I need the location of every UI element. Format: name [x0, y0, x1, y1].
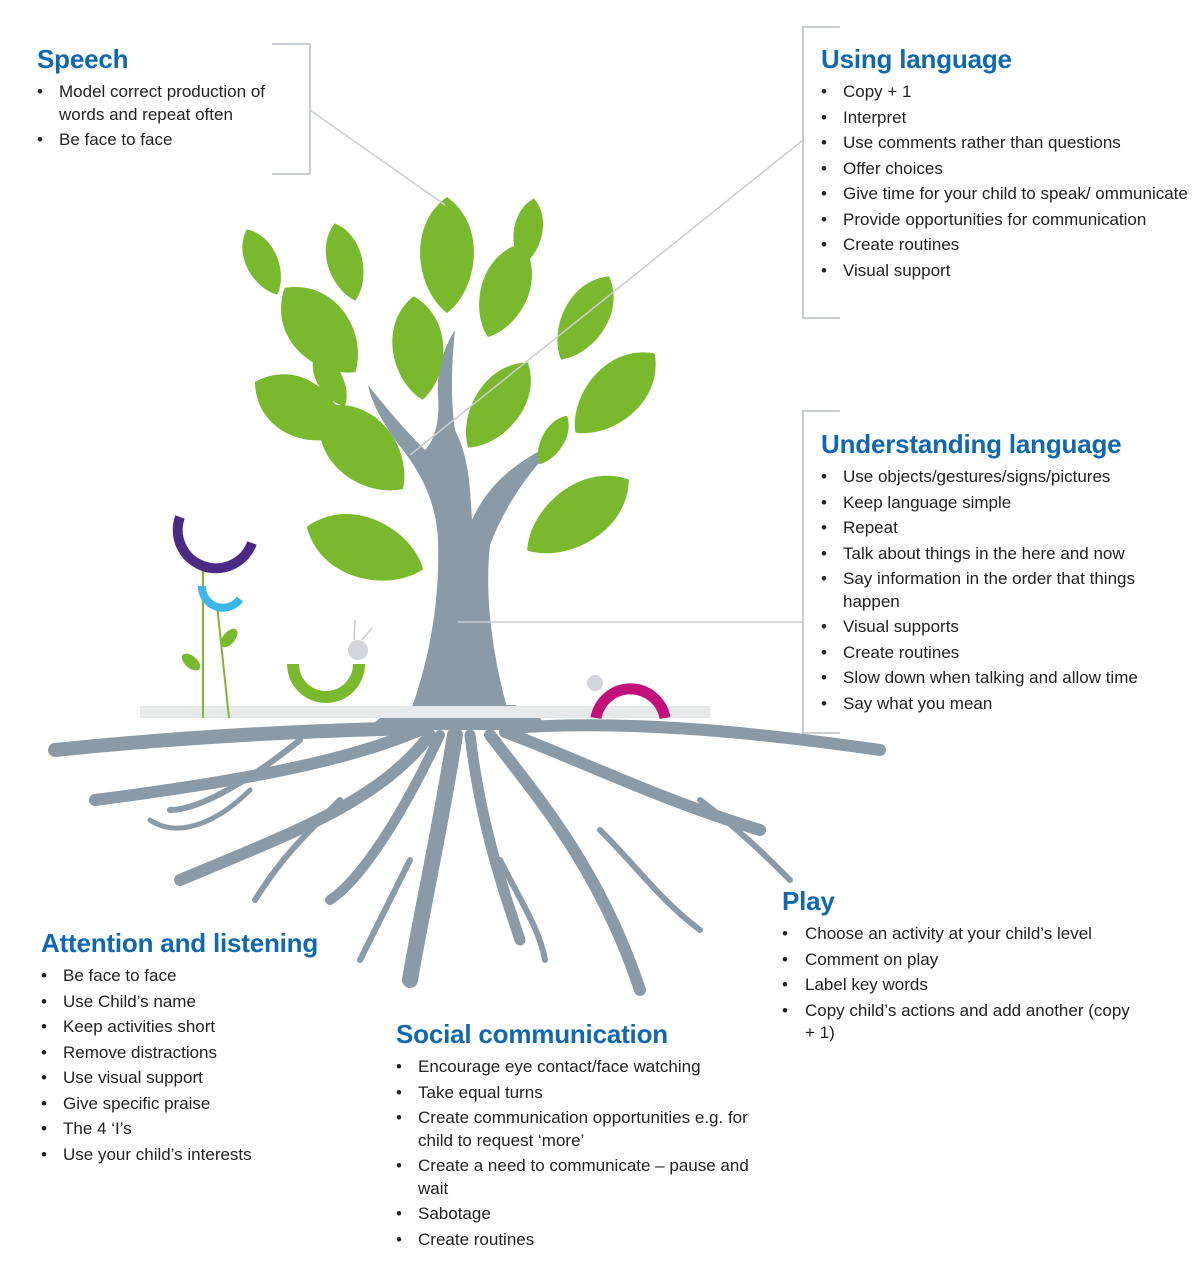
- root: [464, 729, 526, 946]
- purple-flower-icon: [172, 515, 257, 574]
- list-item: Create routines: [396, 1229, 756, 1252]
- root: [89, 724, 426, 806]
- list-item: Use visual support: [41, 1067, 381, 1090]
- list-item: Create communication opportunities e.g. …: [396, 1107, 756, 1152]
- root: [252, 797, 343, 903]
- leaf: [465, 362, 531, 448]
- root: [697, 797, 793, 883]
- list-item: Sabotage: [396, 1203, 756, 1226]
- root: [147, 787, 253, 831]
- list-item: Remove distractions: [41, 1042, 381, 1065]
- root: [325, 730, 445, 905]
- list-item: Take equal turns: [396, 1082, 756, 1105]
- bullet-list: Be face to faceUse Child’s nameKeep acti…: [41, 965, 381, 1166]
- list-item: Label key words: [782, 974, 1142, 997]
- tree-leaves: [242, 197, 656, 581]
- list-item: Copy + 1: [821, 81, 1191, 104]
- section-title: Using language: [821, 44, 1012, 74]
- list-item: Give time for your child to speak/ ommun…: [821, 183, 1191, 206]
- list-item: Be face to face: [37, 129, 307, 152]
- leaf: [537, 415, 569, 465]
- list-item: Use comments rather than questions: [821, 132, 1191, 155]
- list-item: Offer choices: [821, 158, 1191, 181]
- bullet-list: Choose an activity at your child’s level…: [782, 923, 1142, 1045]
- list-item: Use Child’s name: [41, 991, 381, 1014]
- section-title: Play: [782, 886, 835, 916]
- section-attention-listening: Attention and listening Be face to faceU…: [41, 928, 381, 1169]
- root: [357, 857, 413, 963]
- section-social-communication: Social communication Encourage eye conta…: [396, 1019, 756, 1254]
- section-title: Understanding language: [821, 429, 1122, 459]
- section-title: Social communication: [396, 1019, 668, 1049]
- magenta-creature-icon: [590, 683, 671, 720]
- using-bracket: [802, 26, 840, 319]
- list-item: Choose an activity at your child’s level: [782, 923, 1142, 946]
- bullet-list: Encourage eye contact/face watchingTake …: [396, 1056, 756, 1251]
- section-title: Attention and listening: [41, 928, 319, 958]
- leaf: [392, 296, 444, 400]
- leaf: [242, 229, 281, 295]
- bullet-list: Copy + 1 InterpretUse comments rather tha…: [821, 81, 1191, 282]
- section-title: Speech: [37, 44, 129, 74]
- list-item: Visual supports: [821, 616, 1191, 639]
- understanding-bracket: [802, 410, 840, 734]
- cyan-flower-icon: [198, 585, 244, 612]
- list-item: Encourage eye contact/face watching: [396, 1056, 756, 1079]
- leaf: [325, 223, 364, 301]
- leaf: [557, 276, 614, 360]
- leaf: [527, 475, 629, 554]
- root: [497, 857, 548, 963]
- list-item: Interpret: [821, 107, 1191, 130]
- leaf: [312, 354, 347, 406]
- speech-bracket: [272, 43, 311, 175]
- grass: [140, 706, 710, 718]
- list-item: Comment on play: [782, 949, 1142, 972]
- root: [167, 737, 303, 813]
- list-item: Be face to face: [41, 965, 381, 988]
- leaf: [281, 287, 358, 373]
- list-item: Keep activities short: [41, 1016, 381, 1039]
- root: [174, 729, 436, 886]
- list-item: Create a need to communicate – pause and…: [396, 1155, 756, 1200]
- list-item: Say what you mean: [821, 693, 1191, 716]
- root: [484, 729, 646, 996]
- section-using-language: Using language Copy + 1 InterpretUse comm…: [821, 44, 1191, 285]
- green-creature-icon: [287, 663, 365, 703]
- section-understanding-language: Understanding language Use objects/gestu…: [821, 429, 1191, 718]
- leaf: [306, 514, 424, 581]
- bullet-list: Model correct production of words and re…: [37, 81, 307, 152]
- list-item: Say information in the order that things…: [821, 568, 1191, 613]
- list-item: Give specific praise: [41, 1093, 381, 1116]
- leaf: [319, 405, 405, 491]
- list-item: Talk about things in the here and now: [821, 543, 1191, 566]
- list-item: Use objects/gestures/signs/pictures: [821, 466, 1191, 489]
- tree-roots: [48, 719, 886, 996]
- list-item: The 4 ‘I’s: [41, 1118, 381, 1141]
- list-item: Use your child’s interests: [41, 1144, 381, 1167]
- list-item: Repeat: [821, 517, 1191, 540]
- leaf: [574, 352, 656, 434]
- list-item: Provide opportunities for communication: [821, 209, 1191, 232]
- list-item: Model correct production of words and re…: [37, 81, 307, 126]
- tree-trunk: [365, 330, 560, 730]
- list-item: Create routines: [821, 234, 1191, 257]
- root: [402, 727, 463, 988]
- section-play: Play Choose an activity at your child’s …: [782, 886, 1142, 1048]
- leaf: [420, 197, 474, 313]
- root: [597, 827, 703, 933]
- bullet-list: Use objects/gestures/signs/picturesKeep …: [821, 466, 1191, 715]
- root: [504, 719, 886, 756]
- section-speech: Speech Model correct production of words…: [37, 44, 307, 155]
- list-item: Copy child’s actions and add another (co…: [782, 1000, 1142, 1045]
- list-item: Keep language simple: [821, 492, 1191, 515]
- list-item: Create routines: [821, 642, 1191, 665]
- list-item: Visual support: [821, 260, 1191, 283]
- leaf: [479, 243, 532, 337]
- list-item: Slow down when talking and allow time: [821, 667, 1191, 690]
